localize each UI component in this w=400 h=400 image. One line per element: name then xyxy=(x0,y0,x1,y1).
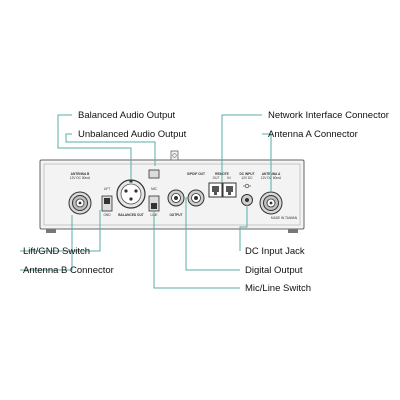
leader-dc-input-jack xyxy=(239,205,248,251)
leader-lines xyxy=(20,114,272,289)
leader-lift-gnd-switch xyxy=(20,210,101,252)
callout-lift-gnd-switch: Lift/GND Switch xyxy=(23,246,90,257)
rj45-port-icon xyxy=(222,182,237,198)
callout-balanced-audio-output: Balanced Audio Output xyxy=(78,110,176,121)
lift-panel-label: LIFT xyxy=(104,187,111,191)
balanced-out-panel-label: BALANCED OUT xyxy=(118,213,144,217)
slide-switch-icon xyxy=(148,195,160,212)
output-panel-label: OUTPUT xyxy=(169,213,182,217)
antenna-b-spec-label: 12V DC 80mA xyxy=(70,176,91,180)
mic-panel-label: MIC xyxy=(151,187,158,191)
rear-panel: ANTENNA B 12V DC 80mA LIFT GND BALANCED … xyxy=(39,150,305,233)
bnc-connector-icon xyxy=(68,191,92,215)
slide-switch-icon xyxy=(101,195,113,212)
panel-foot-left xyxy=(46,229,56,233)
leader-unbalanced-audio-output xyxy=(65,133,156,166)
screw-icon xyxy=(172,153,177,158)
xlr-connector-icon xyxy=(116,179,146,209)
top-screw-tab xyxy=(170,150,179,161)
bnc-connector-icon xyxy=(259,191,283,215)
callout-antenna-a-connector: Antenna A Connector xyxy=(268,129,358,140)
quarter-inch-jack-icon xyxy=(187,189,205,207)
leader-network-interface-connector xyxy=(221,114,262,182)
dc-input-panel-label: DC INPUT xyxy=(239,172,254,176)
callout-dc-input-jack: DC Input Jack xyxy=(245,246,305,257)
gnd-panel-label: GND xyxy=(103,213,111,217)
callout-digital-output: Digital Output xyxy=(245,265,303,276)
spdif-out-panel-label: S/PDIF OUT xyxy=(187,172,205,176)
callout-antenna-b-connector: Antenna B Connector xyxy=(23,265,114,276)
remote-out-panel-label: OUT xyxy=(213,176,220,180)
quarter-inch-jack-icon xyxy=(167,189,185,207)
dc-jack-icon xyxy=(241,194,253,206)
callout-network-interface-connector: Network Interface Connector xyxy=(268,110,389,121)
callout-unbalanced-audio-output: Unbalanced Audio Output xyxy=(78,129,187,140)
antenna-b-panel-label: ANTENNA B xyxy=(71,172,90,176)
latch-block xyxy=(148,169,160,179)
dc-input-spec-label: 12V DC xyxy=(241,176,253,180)
leader-balanced-audio-output xyxy=(57,114,132,180)
leader-antenna-b-connector xyxy=(20,215,73,271)
rj45-port-icon xyxy=(208,182,223,198)
panel-inner-border xyxy=(43,163,301,226)
remote-in-panel-label: IN xyxy=(227,176,231,180)
callout-mic-line-switch: Mic/Line Switch xyxy=(245,283,311,294)
leader-mic-line-switch xyxy=(153,211,240,289)
leader-antenna-a-connector xyxy=(262,133,272,192)
panel-foot-right xyxy=(288,229,298,233)
polarity-symbol-icon xyxy=(243,183,251,189)
made-in-panel-label: MADE IN TAIWAN xyxy=(271,216,298,220)
leader-digital-output xyxy=(185,197,240,271)
